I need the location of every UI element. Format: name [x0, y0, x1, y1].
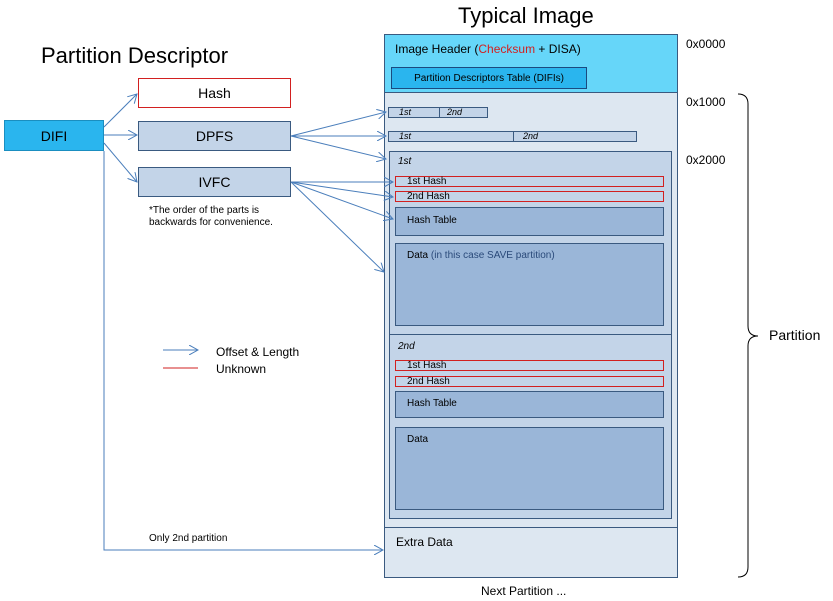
extra-data-divider [384, 527, 678, 528]
arrow-dpfs-part [290, 135, 386, 159]
partition-1-hash1-label: 1st Hash [407, 176, 447, 187]
ivfc-label: IVFC [198, 174, 231, 190]
partition-descriptor-title: Partition Descriptor [41, 43, 229, 68]
hash-label: Hash [198, 85, 231, 101]
partition-1-data-label: Data (in this case SAVE partition) [407, 250, 555, 261]
difi-table-box: Partition Descriptors Table (DIFIs) [391, 67, 587, 89]
ivfc-box: IVFC [138, 167, 291, 197]
next-partition-label: Next Partition ... [481, 584, 567, 598]
legend-offset-length: Offset & Length [216, 345, 300, 359]
partition-2-hash1: 1st Hash [395, 360, 664, 371]
dpfs-box: DPFS [138, 121, 291, 151]
extra-data-label: Extra Data [396, 535, 453, 549]
difi-table-label: Partition Descriptors Table (DIFIs) [414, 72, 564, 84]
difi-label: DIFI [40, 127, 68, 144]
partition-1-data-note: (in this case SAVE partition) [430, 250, 555, 261]
partition-2-hash1-label: 1st Hash [407, 360, 447, 371]
partition-1-data-prefix: Data [407, 250, 431, 261]
partition-1-hash2: 2nd Hash [395, 191, 664, 202]
partition-1-hash1: 1st Hash [395, 176, 664, 187]
arrow-difi-extra [103, 151, 383, 550]
typical-image-title: Typical Image [458, 3, 594, 28]
dpfs-row-2-divider [513, 132, 514, 141]
partition-2-hash2: 2nd Hash [395, 376, 664, 387]
partition-2-label: 2nd [398, 341, 415, 352]
order-note: *The order of the parts is backwards for… [149, 205, 273, 228]
legend-unknown: Unknown [216, 362, 267, 376]
arrow-dpfs-row1 [290, 112, 386, 137]
partition-2-hash2-label: 2nd Hash [407, 376, 450, 387]
image-header-prefix: Image Header ( [395, 42, 479, 56]
checksum-text: Checksum [478, 42, 536, 56]
offset-0x1000: 0x1000 [686, 95, 726, 109]
partition-divider [389, 334, 672, 335]
partition-1-label: 1st [398, 156, 412, 167]
dpfs-row-1-first: 1st [399, 107, 412, 117]
partition-2-hash-table: Hash Table [395, 391, 664, 418]
dpfs-row-2: 1st 2nd [388, 131, 637, 142]
arrow-ivfc-data [290, 181, 384, 272]
partition-brace-label: Partition [769, 327, 821, 343]
difi-box: DIFI [4, 120, 104, 151]
dpfs-label: DPFS [195, 128, 234, 144]
arrow-ivfc-hash2 [290, 181, 393, 197]
image-header-suffix: + DISA) [535, 42, 581, 56]
partition-2-data: Data [395, 427, 664, 510]
dpfs-row-2-first: 1st [399, 131, 412, 141]
arrow-difi-ivfc [103, 142, 137, 182]
partition-1-data: Data (in this case SAVE partition) [395, 243, 664, 326]
only-second-partition: Only 2nd partition [149, 533, 228, 544]
partition-2-hash-table-label: Hash Table [407, 398, 457, 409]
offset-0x0000: 0x0000 [686, 37, 726, 51]
image-header-title: Image Header (Checksum + DISA) [395, 42, 581, 56]
partition-brace-icon [737, 93, 759, 578]
dpfs-row-2-second: 2nd [523, 131, 539, 141]
dpfs-row-1-divider [439, 108, 440, 117]
hash-box: Hash [138, 78, 291, 108]
arrow-difi-hash [103, 94, 137, 128]
dpfs-row-1-second: 2nd [447, 107, 463, 117]
partition-1-hash-table-label: Hash Table [407, 215, 457, 226]
arrow-ivfc-hashtable [290, 181, 393, 219]
offset-0x2000: 0x2000 [686, 153, 726, 167]
partition-2-data-label: Data [407, 434, 429, 445]
partition-1-hash2-label: 2nd Hash [407, 191, 450, 202]
dpfs-row-1: 1st 2nd [388, 107, 488, 118]
partition-1-hash-table: Hash Table [395, 207, 664, 236]
